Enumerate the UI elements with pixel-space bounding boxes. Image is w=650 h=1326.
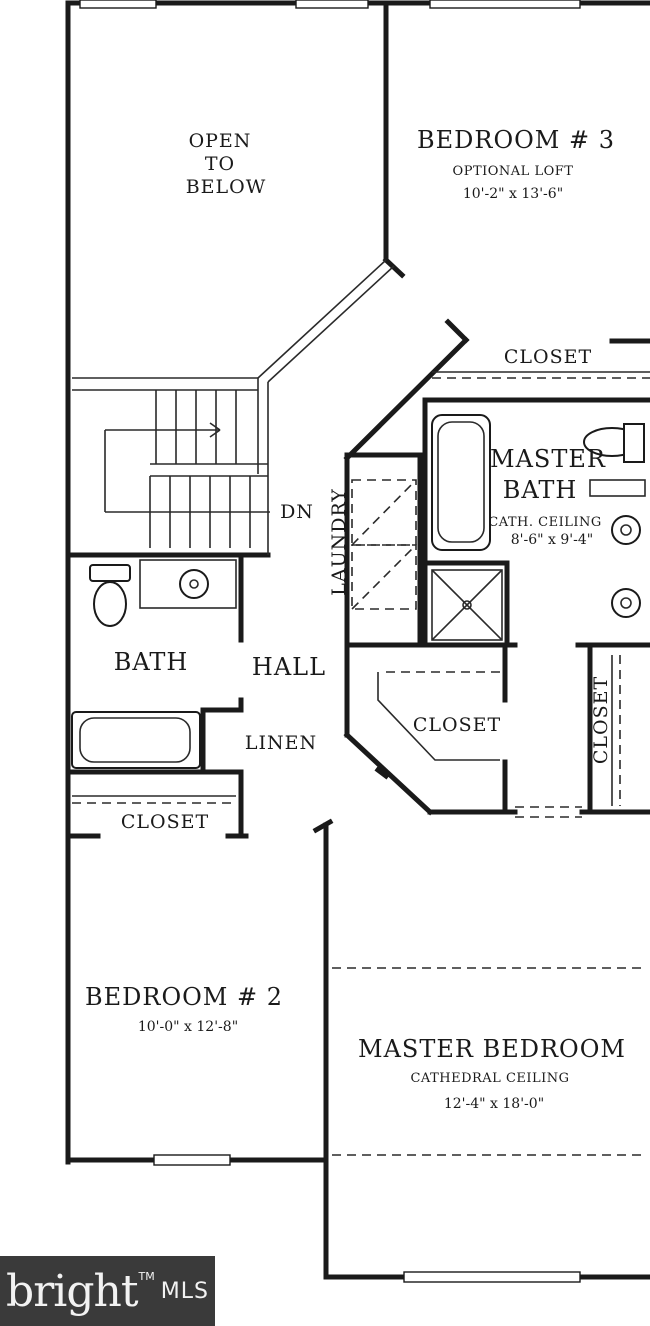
fixtures xyxy=(71,414,646,769)
master-bedroom-note: CATHEDRAL CEILING xyxy=(410,1071,569,1086)
master-bedroom-title: MASTER BEDROOM xyxy=(358,1035,626,1063)
open-to-below-line3: BELOW xyxy=(186,176,267,198)
watermark-brand: bright xyxy=(6,1265,138,1317)
stairs-dn-label: DN xyxy=(280,501,314,523)
bedroom3-title: BEDROOM # 3 xyxy=(417,126,615,154)
master-bedroom-dims: 12'-4" x 18'-0" xyxy=(444,1096,544,1112)
watermark-trademark: TM xyxy=(138,1270,155,1283)
laundry-label: LAUNDRY xyxy=(328,488,350,595)
hall-label: HALL xyxy=(252,653,326,681)
linen-label: LINEN xyxy=(245,732,317,754)
bright-mls-watermark: bright TM MLS xyxy=(0,1256,215,1326)
watermark-suffix: MLS xyxy=(160,1278,209,1304)
closet-mid-label: CLOSET xyxy=(121,811,209,833)
bedroom3-dims: 10'-2" x 13'-6" xyxy=(463,186,563,202)
bedroom3-number: 3 xyxy=(599,126,615,154)
closet-top-label: CLOSET xyxy=(504,346,592,368)
bath-label: BATH xyxy=(114,648,189,676)
staircase xyxy=(72,259,395,555)
room-labels: OPEN TO BELOW BEDROOM # 3 OPTIONAL LOFT … xyxy=(85,126,626,1112)
bedroom3-note: OPTIONAL LOFT xyxy=(453,164,574,179)
bedroom2-number: 2 xyxy=(267,983,283,1011)
closet-bath-label: CLOSET xyxy=(413,714,501,736)
master-bath-line2: BATH xyxy=(503,476,578,504)
master-bath-note: CATH. CEILING xyxy=(488,515,602,530)
walls xyxy=(65,0,650,1280)
bedroom2-dims: 10'-0" x 12'-8" xyxy=(138,1019,238,1035)
bedroom2-title: BEDROOM # 2 xyxy=(85,983,283,1011)
windows xyxy=(79,0,581,1283)
closet-side-label: CLOSET xyxy=(590,676,612,764)
master-bath-dims: 8'-6" x 9'-4" xyxy=(511,532,593,548)
master-bath-line1: MASTER xyxy=(490,445,606,473)
open-to-below-line2: TO xyxy=(205,153,235,175)
closet-details xyxy=(72,371,650,1156)
bedroom2-name: BEDROOM xyxy=(85,983,228,1011)
bedroom3-name: BEDROOM xyxy=(417,126,560,154)
open-to-below-line1: OPEN xyxy=(189,130,252,152)
